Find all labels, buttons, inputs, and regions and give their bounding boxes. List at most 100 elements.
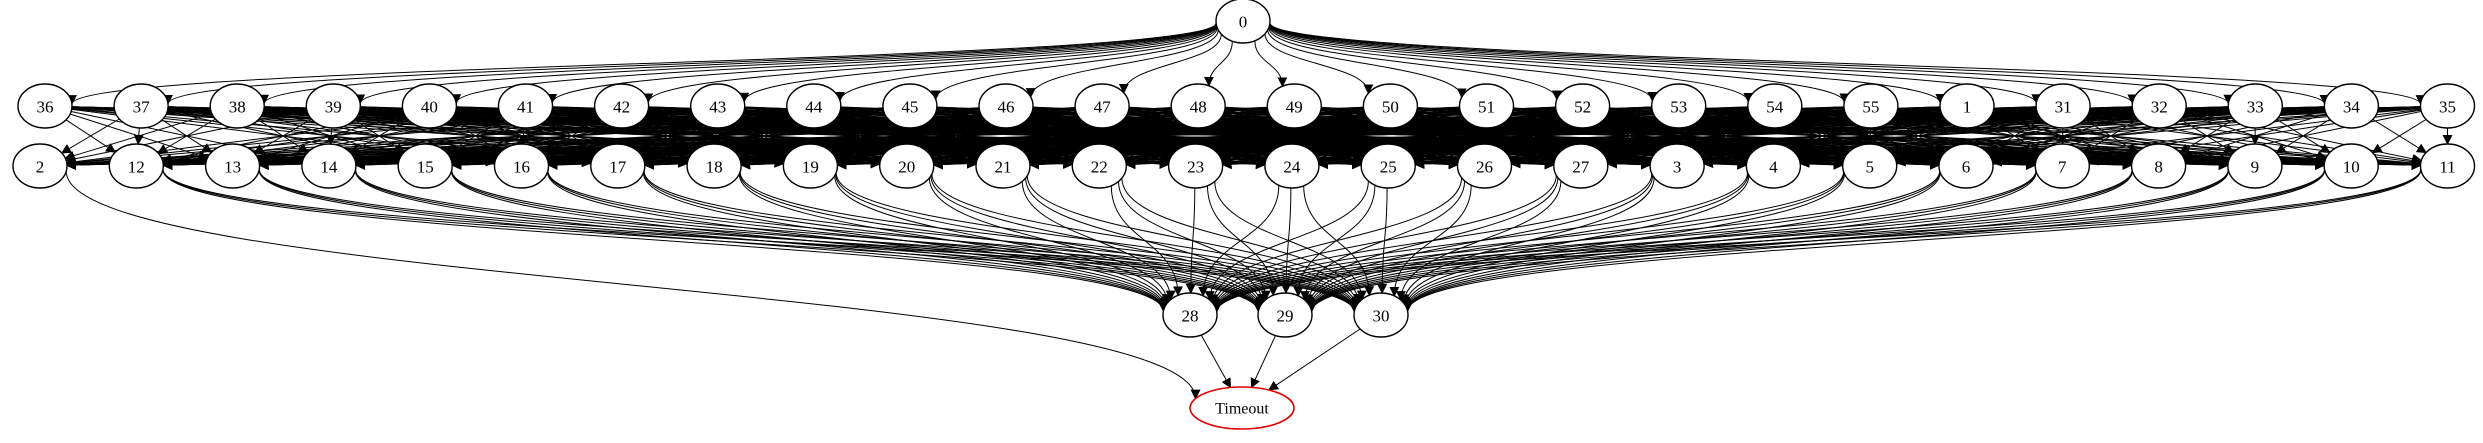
node-17: 17	[590, 143, 646, 189]
edge-11-to-28	[1211, 169, 2422, 313]
edge-35-to-8	[2183, 110, 2422, 164]
node-14: 14	[301, 143, 357, 189]
node-label: 27	[1572, 158, 1590, 177]
node-38: 38	[209, 83, 265, 129]
node-label: 53	[1670, 98, 1687, 117]
node-44: 44	[786, 83, 842, 129]
node-ellipse	[690, 83, 746, 129]
node-label: 42	[613, 98, 630, 117]
edge-0-to-41	[547, 24, 1217, 104]
node-label: 13	[224, 158, 241, 177]
node-ellipse	[1458, 83, 1515, 129]
node-ellipse	[2131, 83, 2187, 129]
node-ellipse	[1071, 143, 1128, 189]
edge-0-to-50	[1264, 33, 1374, 95]
node-ellipse	[882, 83, 938, 129]
node-label: 23	[1187, 158, 1204, 177]
node-label: 34	[2343, 98, 2361, 117]
node-23: 23	[1167, 143, 1224, 189]
node-ellipse	[2227, 83, 2284, 129]
node-label: 11	[2439, 158, 2455, 177]
node-label: 20	[898, 158, 915, 177]
node-ellipse	[1215, 0, 1271, 44]
node-18: 18	[686, 143, 742, 189]
node-label: 46	[998, 98, 1015, 117]
edge-35-to-16	[547, 106, 2421, 170]
node-ellipse	[1353, 292, 1409, 338]
edge-50-to-2	[66, 106, 1364, 170]
node-21: 21	[975, 143, 1031, 189]
node-ellipse	[301, 143, 357, 189]
node-ellipse	[1170, 83, 1226, 129]
node-ellipse	[2130, 143, 2187, 189]
edge-25-to-28	[1204, 180, 1369, 302]
node-3: 3	[1649, 143, 1705, 189]
edge-9-to-28	[1211, 169, 2229, 313]
node-label: 4	[1769, 158, 1778, 177]
edge-0-to-53	[1268, 25, 1658, 102]
node-ellipse	[1266, 83, 1323, 129]
edge-19-to-28	[834, 175, 1171, 307]
node-label: 52	[1574, 98, 1591, 117]
node-53: 53	[1650, 83, 1707, 129]
edge-0-to-1	[1269, 23, 1946, 104]
edge-22-to-28	[1110, 185, 1183, 297]
node-37: 37	[113, 83, 169, 129]
edge-20-to-28	[928, 177, 1173, 305]
node-51: 51	[1458, 83, 1515, 129]
edge-0-to-40	[451, 23, 1217, 105]
node-label: 55	[1862, 98, 1879, 117]
edge-23-to-28	[1185, 187, 1196, 294]
edge-0-to-48	[1203, 41, 1233, 87]
node-ellipse	[686, 143, 742, 189]
edge-18-to-28	[738, 173, 1170, 309]
node-label: 17	[609, 158, 627, 177]
node-ellipse	[209, 83, 265, 129]
node-ellipse	[2419, 143, 2476, 189]
node-ellipse	[786, 83, 842, 129]
node-label: 22	[1091, 158, 1108, 177]
node-25: 25	[1360, 143, 1416, 189]
node-timeout: Timeout	[1189, 386, 1295, 430]
node-ellipse	[593, 83, 650, 129]
edge-26-to-28	[1207, 177, 1463, 305]
node-label: 32	[2151, 98, 2168, 117]
node-54: 54	[1747, 83, 1803, 129]
node-label: 0	[1239, 13, 1248, 32]
node-label: 2	[36, 158, 45, 177]
node-ellipse	[1360, 143, 1416, 189]
node-1: 1	[1939, 83, 1995, 129]
edge-49-to-2	[66, 106, 1268, 170]
edge-0-to-51	[1267, 29, 1467, 99]
node-label: 16	[513, 158, 530, 177]
node-ellipse	[978, 83, 1034, 129]
node-15: 15	[397, 143, 453, 189]
node-label: 54	[1766, 98, 1784, 117]
node-ellipse	[1939, 83, 1995, 129]
edge-35-to-4	[1799, 107, 2421, 168]
edge-30-to-Timeout	[1268, 328, 1361, 391]
node-label: 24	[1283, 158, 1301, 177]
node-label: 33	[2247, 98, 2264, 117]
edge-0-to-32	[1269, 23, 2138, 105]
node-label: 26	[1476, 158, 1493, 177]
edge-4-to-28	[1210, 172, 1749, 310]
node-label: 9	[2251, 158, 2260, 177]
node-28: 28	[1162, 292, 1218, 338]
edge-5-to-28	[1211, 171, 1845, 311]
edge-0-to-44	[835, 26, 1218, 102]
edge-0-to-42	[643, 24, 1217, 104]
edge-0-to-52	[1268, 27, 1562, 101]
node-label: 36	[37, 98, 54, 117]
node-label: 44	[805, 98, 823, 117]
node-48: 48	[1170, 83, 1226, 129]
edge-14-to-28	[354, 170, 1169, 312]
node-label: 14	[320, 158, 338, 177]
node-label: 15	[417, 158, 434, 177]
edge-35-to-3	[1703, 107, 2421, 169]
node-52: 52	[1554, 83, 1611, 129]
node-24: 24	[1264, 143, 1320, 189]
edge-17-to-28	[643, 172, 1170, 310]
node-ellipse	[1189, 386, 1295, 430]
node-label: 3	[1673, 158, 1682, 177]
